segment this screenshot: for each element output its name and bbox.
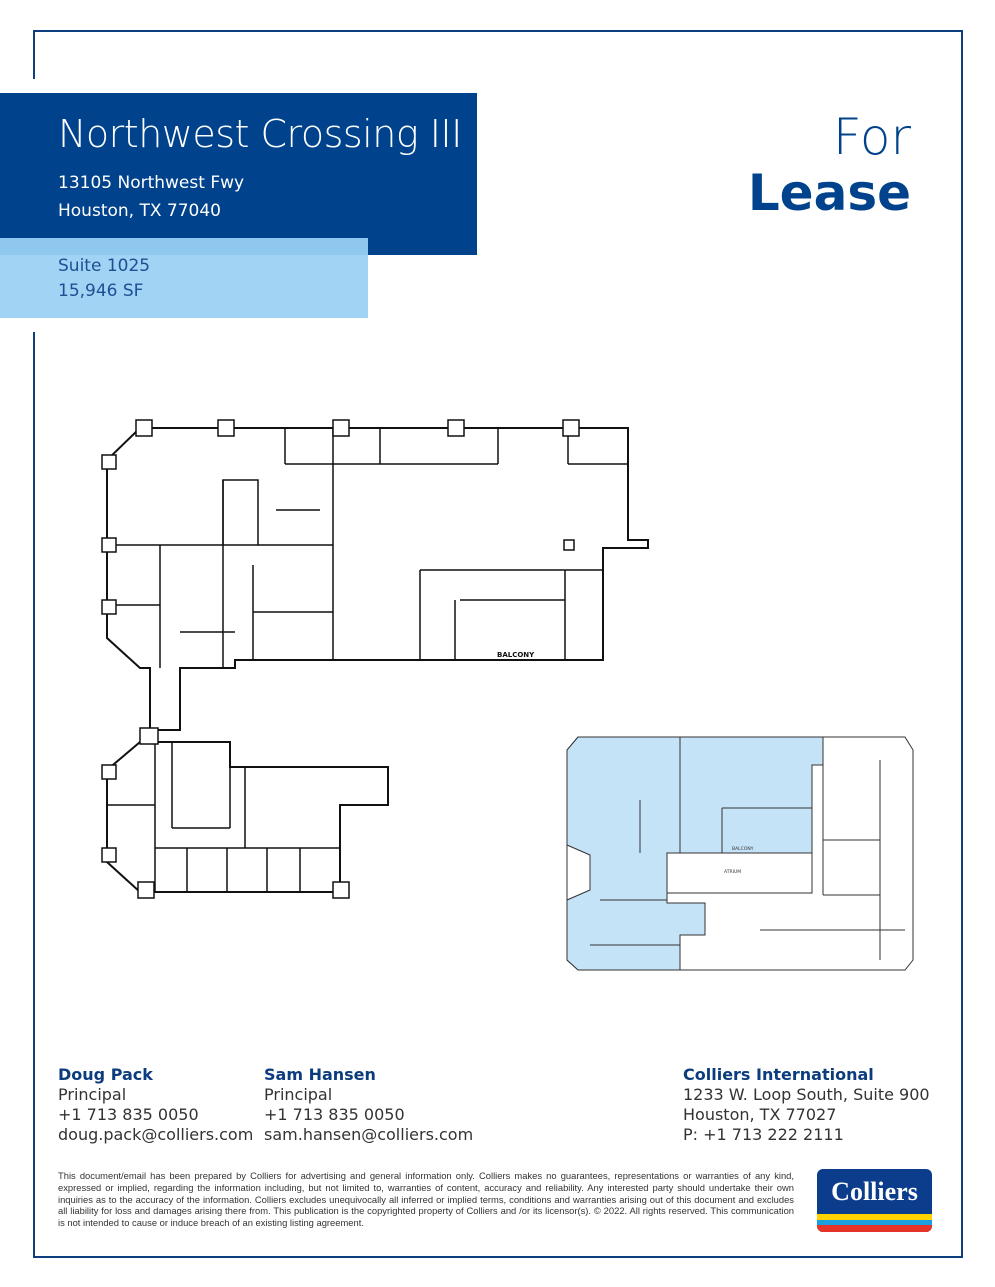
- for-label: For: [832, 108, 911, 166]
- contact-title: Principal: [264, 1085, 333, 1104]
- address-line1: 13105 Northwest Fwy: [58, 173, 245, 193]
- suite-number: Suite 1025: [58, 256, 151, 276]
- office-address-line1: 1233 W. Loop South, Suite 900: [683, 1085, 930, 1104]
- contact-title: Principal: [58, 1085, 127, 1104]
- suite-area: 15,946 SF: [58, 281, 144, 301]
- frame-left-top: [33, 30, 35, 79]
- lease-label: Lease: [747, 164, 911, 222]
- office-address-line2: Houston, TX 77027: [683, 1105, 837, 1124]
- key-plan-balcony-label: BALCONY: [732, 846, 754, 852]
- contact-name: Doug Pack: [58, 1065, 153, 1084]
- frame-left-bottom: [33, 332, 35, 1258]
- frame-top: [33, 30, 963, 32]
- suite-floor-plan: BALCONY: [101, 419, 649, 899]
- disclaimer: This document/email has been prepared by…: [58, 1170, 794, 1229]
- contact-email[interactable]: sam.hansen@colliers.com: [264, 1125, 474, 1144]
- balcony-label: BALCONY: [497, 651, 535, 659]
- contact-doug-pack: Doug Pack Principal +1 713 835 0050 doug…: [58, 1065, 253, 1145]
- logo-stripe-yellow: [817, 1214, 932, 1220]
- contact-phone[interactable]: +1 713 835 0050: [58, 1105, 199, 1124]
- office-phone[interactable]: P: +1 713 222 2111: [683, 1125, 844, 1144]
- frame-bottom: [33, 1256, 963, 1258]
- atrium-label: ATRIUM: [724, 869, 741, 875]
- logo-wordmark: Colliers: [831, 1177, 918, 1206]
- logo-stripe-red: [817, 1225, 932, 1232]
- address-line2: Houston, TX 77040: [58, 201, 221, 221]
- office-info: Colliers International 1233 W. Loop Sout…: [683, 1065, 930, 1145]
- property-title: Northwest Crossing III: [58, 112, 462, 156]
- contact-phone[interactable]: +1 713 835 0050: [264, 1105, 405, 1124]
- contact-email[interactable]: doug.pack@colliers.com: [58, 1125, 254, 1144]
- frame-right: [961, 30, 963, 1258]
- contact-name: Sam Hansen: [264, 1065, 376, 1084]
- header-banner: [0, 93, 477, 255]
- contact-sam-hansen: Sam Hansen Principal +1 713 835 0050 sam…: [264, 1065, 473, 1145]
- colliers-logo: Colliers: [817, 1169, 932, 1232]
- logo-stripe-blue: [817, 1220, 932, 1225]
- key-plan: BALCONY ATRIUM: [566, 736, 914, 971]
- office-name: Colliers International: [683, 1065, 874, 1084]
- banner-overlap: [0, 238, 368, 255]
